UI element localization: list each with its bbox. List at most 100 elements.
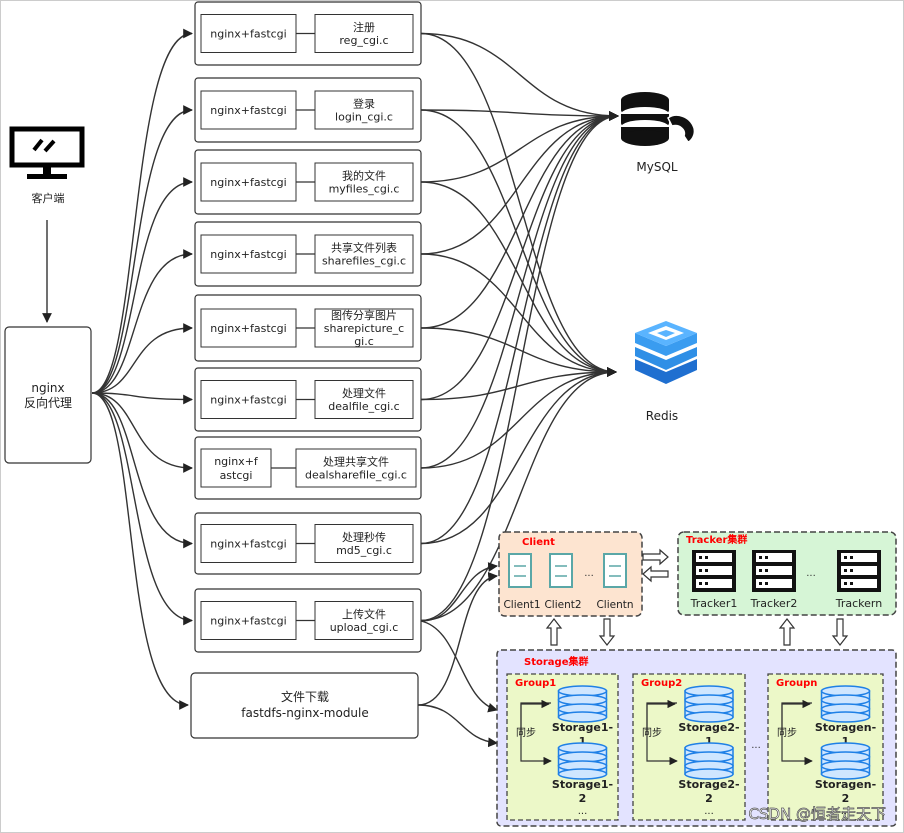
client-to-tracker-arrow [642,548,669,566]
rack-led [759,556,762,559]
upload-to-storage-cluster [420,620,498,713]
client-server-3: Clientn [596,553,634,611]
connector-lines [42,28,619,748]
storage-node-1: Storage2-1 [678,685,740,748]
storage-ellipsis: ... [704,806,714,817]
cgi-program-label-line-1: 处理共享文件 [323,454,389,468]
tracker-server-label: Trackern [835,597,882,610]
cgi-program-label-line-1: 处理秒传 [342,530,386,544]
storage-node-label-1: Storage1- [552,721,613,734]
rack-led [765,582,768,585]
storage-node-2: Storagen-2 [815,742,876,805]
rack-led [759,569,762,572]
rack-slot [696,566,732,575]
storage-node-label-1: Storage2- [678,778,739,791]
storage-group-title: Group2 [641,678,682,689]
module-6-to-redis [420,367,617,401]
tracker-server-2: Tracker2 [750,550,797,610]
client-ellipsis: ... [584,568,594,579]
tracker-server-3: Trackern [835,550,882,610]
client-server-2: Client2 [544,553,582,611]
rack-slot [841,553,877,562]
cgi-program-box [314,162,414,202]
nginx-fastcgi-label-line-2: astcgi [220,469,253,482]
cgi-program-label-line-2: dealfile_cgi.c [328,400,399,413]
cgi-program-label-line-2: sharefiles_cgi.c [322,254,406,267]
cgi-program-label-line-1: 我的文件 [342,168,386,182]
database-icon [684,685,734,723]
module-4-to-mysql [420,111,619,255]
database-icon [557,742,608,780]
storage-node-1: Storage1-1 [552,685,613,748]
download-line1: 文件下载 [281,689,329,704]
nginx-fastcgi-box [200,90,297,130]
module-9-to-mysql [420,111,619,622]
redis-node: Redis [635,321,697,423]
storage-to-tracker-arrow [778,618,796,646]
database-icon [820,742,871,780]
db-bottom [684,711,734,723]
rack-slot [841,566,877,575]
module-3-to-mysql [420,111,619,183]
client-server-label: Client1 [503,599,540,611]
storage-node-label-2: 1 [579,735,587,748]
rack-led [850,569,853,572]
proxy-to-module-6 [91,392,193,405]
redis-stack-icon [635,321,697,384]
cgi-program-label-line-2: upload_cgi.c [330,621,399,634]
storage-group-title: Group1 [515,678,556,689]
rack-led [844,556,847,559]
cgi-program-label-line-2: md5_cgi.c [336,544,392,557]
proxy-to-module-2 [91,105,193,394]
sync-label: 同步 [777,727,797,739]
download-to-storage-cluster [417,704,498,748]
download-line2: fastdfs-nginx-module [241,706,369,720]
module-3-to-redis [420,181,617,377]
storage-group-1: Group1Storage1-1Storage1-2同步... [506,673,619,821]
sync-bracket-up [646,699,676,735]
tracker-server-1: Tracker1 [690,550,738,610]
rack-led [699,582,702,585]
tracker-to-client-arrow [642,565,669,583]
server-icon [549,553,573,588]
storage-node-label-2: 1 [842,735,850,748]
module-8-to-mysql [420,111,619,545]
database-icon [557,685,608,723]
cgi-program-box [314,234,414,274]
module-2-to-redis [420,109,617,377]
monitor-icon [9,126,85,179]
storage-node-label-1: Storage1- [552,778,613,791]
tracker-server-label: Tracker1 [690,597,738,610]
rack-led [844,582,847,585]
cgi-program-box [314,14,414,53]
mysql-dolphin-icon [621,92,696,146]
cgi-program-label-line-2: sharepicture_c [324,322,404,335]
rack-slot [756,553,792,562]
storage-node-label-2: 2 [705,792,713,805]
module-7-to-mysql [420,111,619,469]
module-8-to-redis [420,367,617,545]
rack-slot [696,553,732,562]
rack-led [759,582,762,585]
proxy-to-module-7 [91,392,193,473]
database-icon [684,742,734,780]
rack-led [850,582,853,585]
cgi-program-label-line-1: 图传分享图片 [331,308,397,322]
cgi-program-box [314,308,414,348]
cgi-program-label-line-1: 处理文件 [342,386,386,400]
rack-led [765,556,768,559]
proxy-line2: 反向代理 [24,395,72,410]
nginx-fastcgi-label-line-1: nginx+fastcgi [210,104,286,117]
storage-to-client-arrow [545,618,563,646]
storage-group-ellipsis: ... [751,740,761,751]
client-to-storage-arrow [598,618,616,646]
storage-ellipsis: ... [578,806,588,817]
module-1-to-redis [420,32,617,377]
module-2-to-mysql [420,109,619,121]
server-icon [508,553,532,588]
